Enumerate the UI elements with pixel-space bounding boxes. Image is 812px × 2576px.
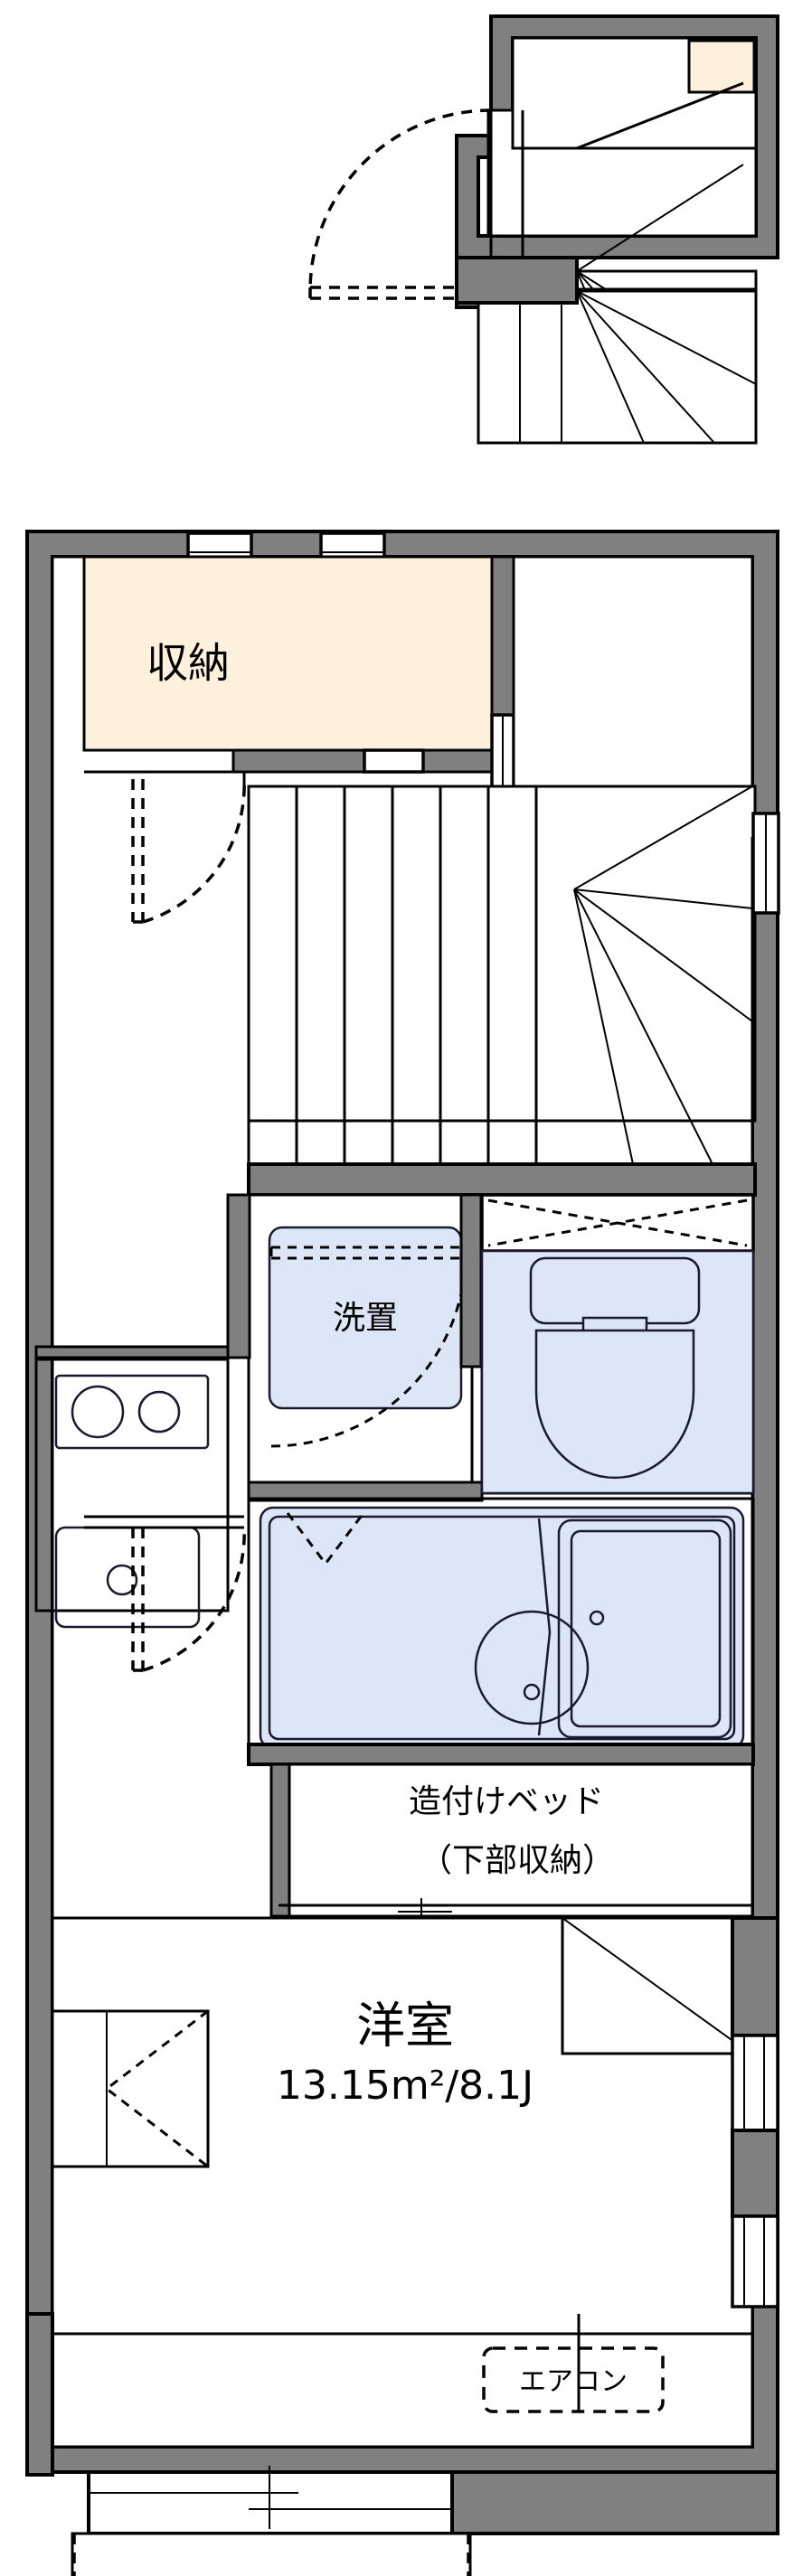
balcony-sliding-door bbox=[87, 2466, 454, 2535]
stove-outline bbox=[54, 1374, 210, 1450]
window-right-bottom-2-mullions bbox=[743, 2216, 765, 2307]
washroom-left-wall-band bbox=[226, 1193, 251, 1359]
kitchen-sink-drain bbox=[106, 1564, 138, 1596]
upper-mid-divider bbox=[576, 81, 756, 150]
closet-door-lower bbox=[131, 1527, 246, 1672]
room-storage bbox=[82, 555, 515, 752]
window-right-bottom bbox=[731, 2034, 779, 2132]
bed-label-line2: （下部収納） bbox=[420, 1842, 615, 1879]
bathroom-bottom-wall bbox=[247, 1743, 755, 1766]
bath-partition bbox=[537, 1518, 552, 1736]
storage-bottom-wall-left bbox=[231, 748, 366, 774]
storage-label: 収納 bbox=[146, 639, 230, 688]
bed-label-line1: 造付けベッド bbox=[409, 1783, 604, 1820]
main-plan-group: 収納 bbox=[25, 530, 780, 2576]
right-wall-segment-mid bbox=[731, 1916, 779, 2037]
bath-basin-fixture bbox=[474, 1610, 590, 1725]
storage-bottom-opening bbox=[363, 748, 425, 774]
balcony bbox=[71, 2532, 472, 2576]
bath-door-symbol bbox=[286, 1512, 365, 1566]
entrance-door-arc bbox=[308, 108, 492, 292]
toilet-tank bbox=[529, 1256, 701, 1325]
window-right-bottom-2 bbox=[731, 2214, 779, 2308]
upper-stair-run-lines bbox=[519, 289, 562, 443]
storage-bottom-edge-left bbox=[84, 748, 233, 774]
bathroom-floor-inner bbox=[268, 1515, 736, 1741]
upper-storage-nook-2 bbox=[687, 39, 756, 94]
washroom-right-wall bbox=[459, 1193, 483, 1368]
closet-door-lower-header bbox=[84, 1515, 244, 1529]
aircon-label: エアコン bbox=[519, 2366, 628, 2398]
toilet-bowl bbox=[534, 1329, 695, 1480]
storage-right-wall-upper bbox=[490, 555, 515, 717]
western-room-area: 13.15m²/8.1J bbox=[277, 2063, 533, 2109]
bath-basin-drain bbox=[523, 1683, 541, 1701]
bed-left-wall bbox=[269, 1763, 291, 1918]
aircon-box: エアコン bbox=[482, 2346, 665, 2413]
window-right-bottom-mullions bbox=[743, 2035, 765, 2130]
right-wall-segment-low bbox=[731, 2129, 779, 2218]
left-wall-bottom bbox=[25, 2312, 54, 2477]
washer-space-label: 洗置 bbox=[333, 1300, 398, 1337]
main-winder-treads bbox=[573, 785, 753, 1165]
stove-burner-small bbox=[137, 1390, 181, 1434]
upper-newel-block bbox=[455, 256, 579, 305]
stair-bottom-wall bbox=[247, 1162, 757, 1197]
stove-burner-large bbox=[71, 1385, 125, 1439]
western-room-label: 洋室 bbox=[356, 1998, 454, 2054]
entrance-door-leaf bbox=[308, 286, 491, 300]
toilet-door bbox=[480, 1193, 755, 1253]
balcony-side-wall bbox=[450, 2470, 779, 2535]
main-stair-treads bbox=[247, 786, 538, 1164]
bathroom-floor bbox=[259, 1506, 745, 1750]
bathtub-outer bbox=[557, 1518, 732, 1739]
main-stair-run bbox=[247, 785, 757, 1123]
bathtub-drain bbox=[589, 1610, 605, 1626]
closet-door-upper bbox=[131, 778, 246, 924]
upper-plan-group bbox=[308, 14, 779, 445]
room-builtin-bed bbox=[269, 1763, 754, 1918]
room-western bbox=[51, 1916, 754, 2336]
left-window-casement bbox=[51, 2009, 210, 2168]
